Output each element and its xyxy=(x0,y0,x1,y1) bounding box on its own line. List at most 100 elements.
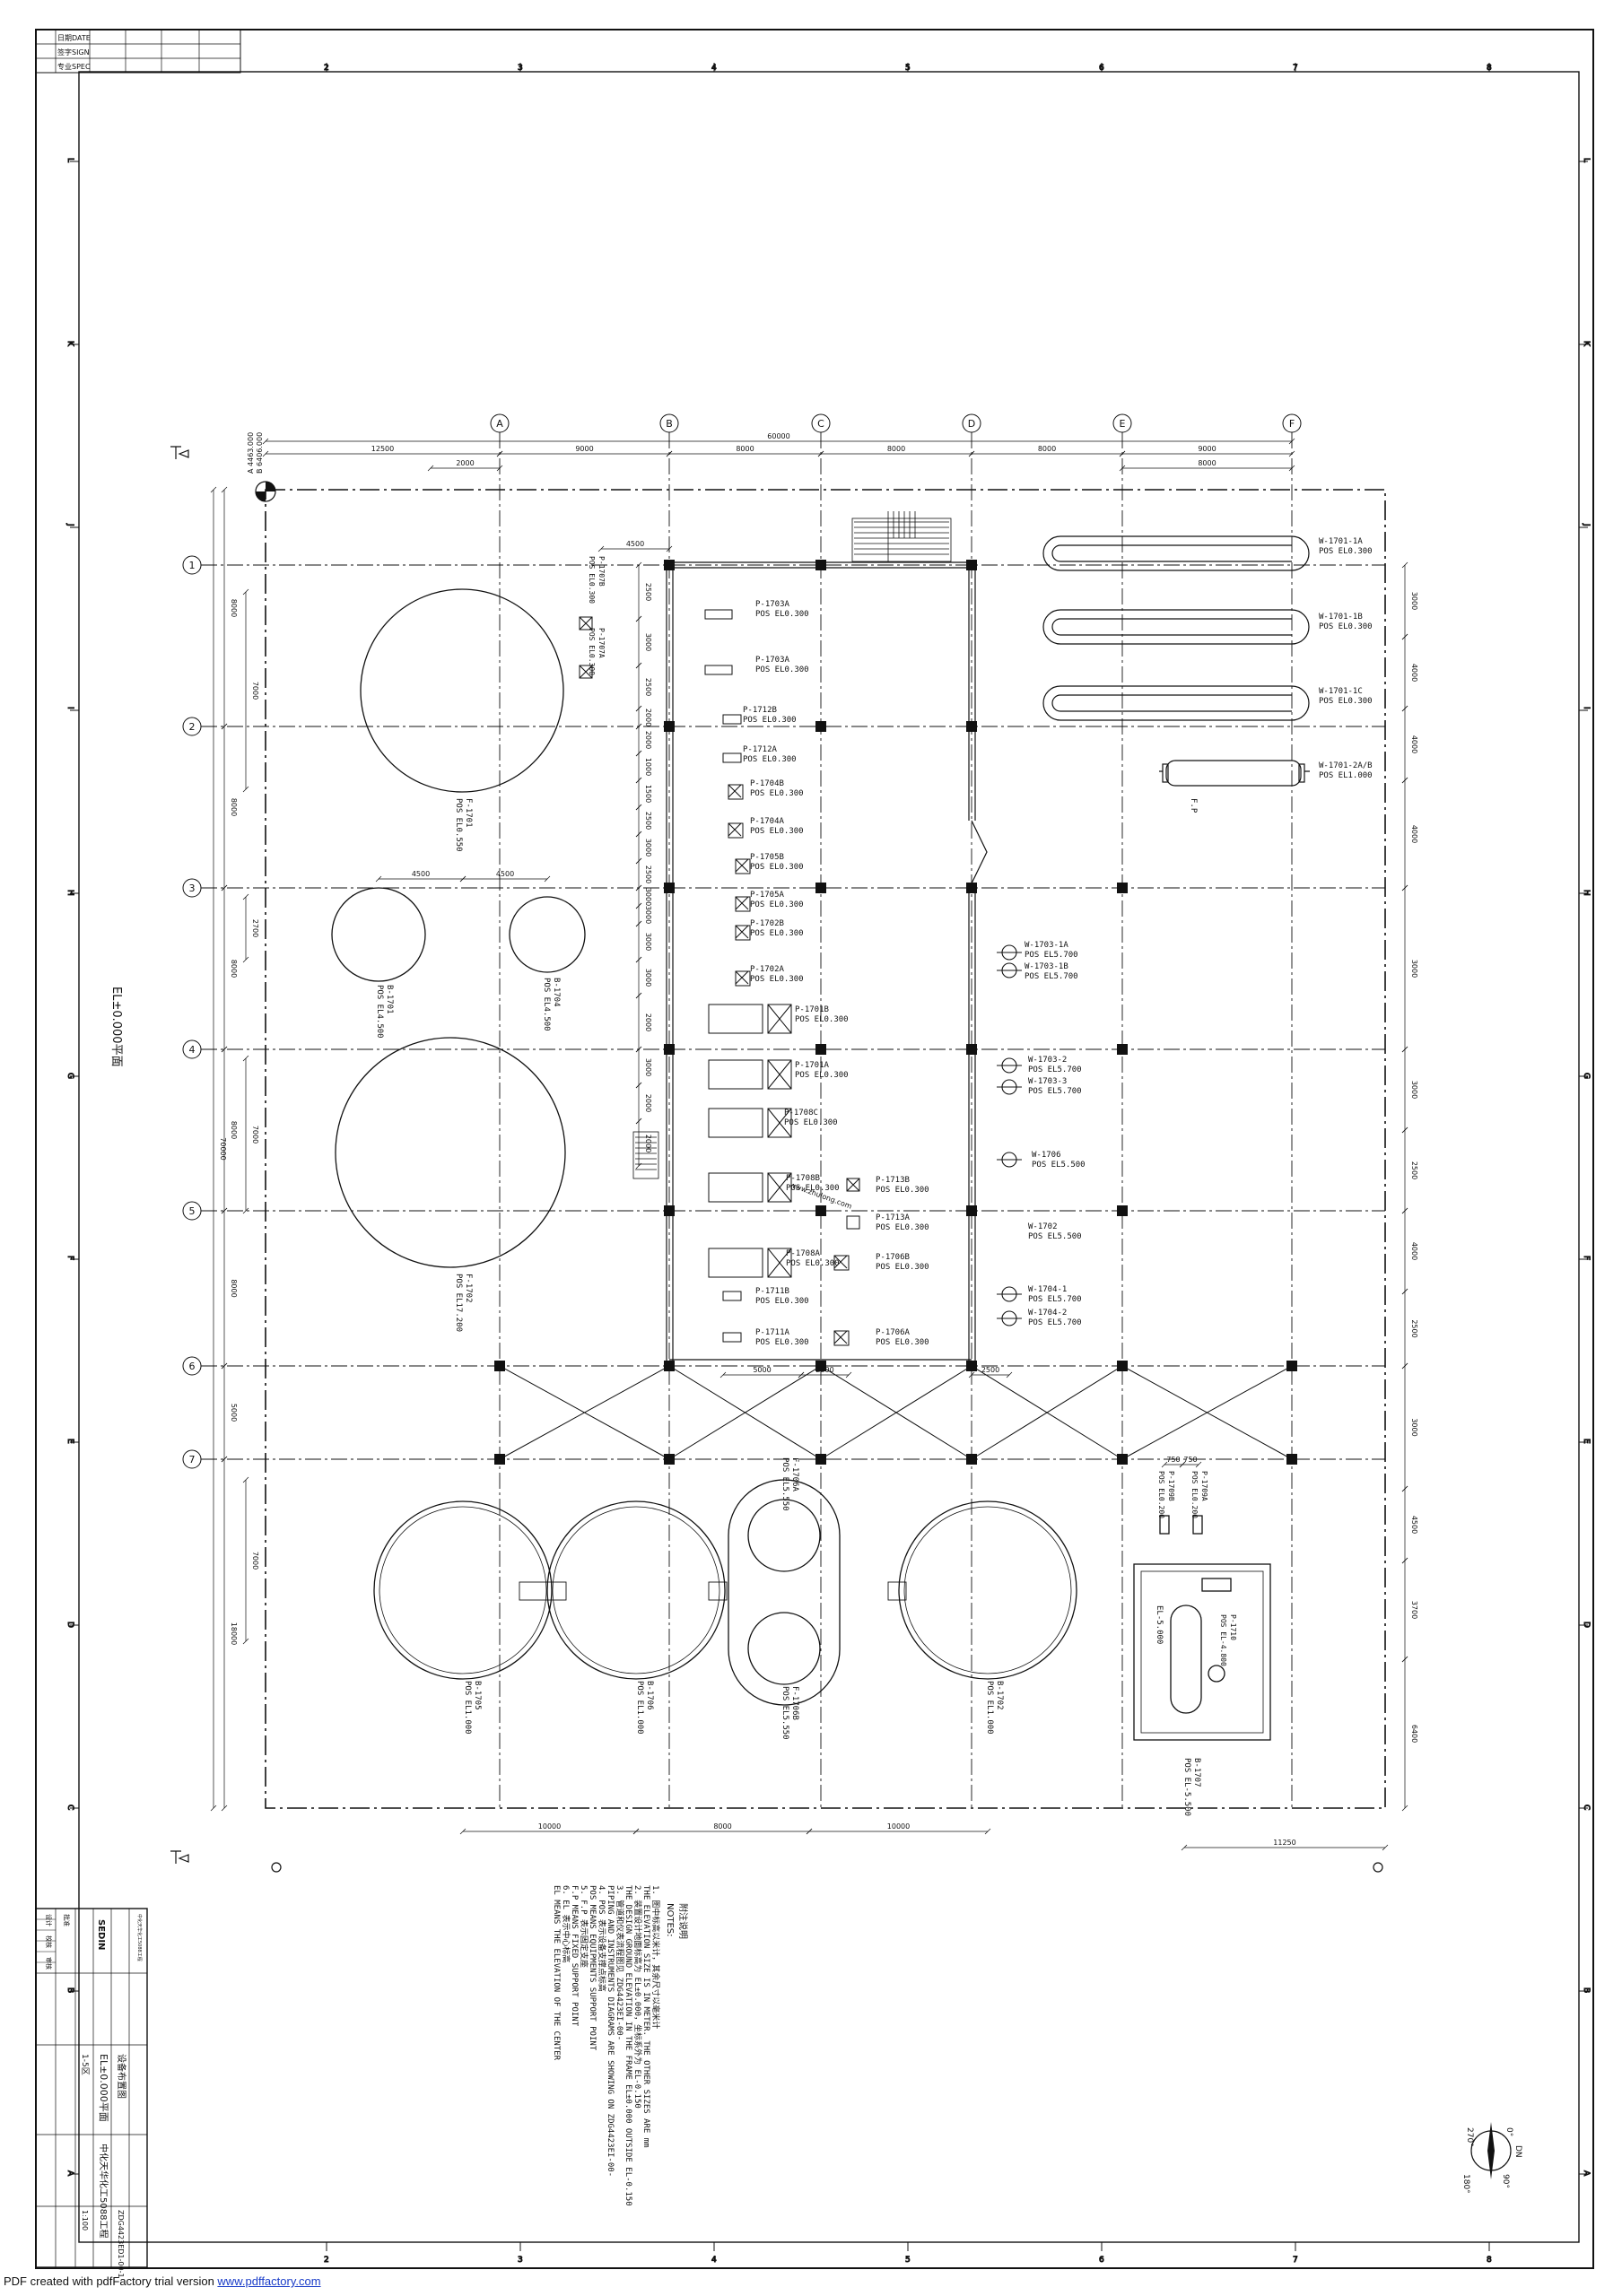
grid-bubble-col-label: D xyxy=(968,418,975,430)
dim-tick xyxy=(1006,1371,1013,1378)
border-label-top: 7 xyxy=(1293,64,1298,73)
border-label-left: F xyxy=(65,1256,74,1260)
note-line: THE DESIGN GROUND ELEVATION IN THE FRAME… xyxy=(624,1885,632,2206)
grid-bubble-row xyxy=(182,1356,202,1376)
dim-text: 9000 xyxy=(1198,445,1216,453)
border-label-top: 2 xyxy=(324,64,329,73)
column xyxy=(664,883,675,893)
dim-tick xyxy=(1195,1461,1202,1468)
equipment-tag: P-1705B xyxy=(750,853,784,862)
elevation-label: EL±0.000平面 xyxy=(109,987,123,1067)
equipment-pos: POS EL0.300 xyxy=(795,1071,849,1080)
equipment-pos: POS EL0.200 xyxy=(1157,1471,1165,1518)
dim-text: 9000 xyxy=(575,445,593,453)
pump-body xyxy=(708,1172,763,1203)
note-line: EL MEANS THE ELEVATION OF THE CENTER xyxy=(552,1885,561,2061)
border-label-bottom: 8 xyxy=(1487,2256,1492,2265)
dim-text: 2500 xyxy=(1410,1161,1418,1179)
column xyxy=(815,1361,826,1371)
dim-text: 2500 xyxy=(644,678,652,696)
grid-bubble-col-label: E xyxy=(1120,418,1126,430)
dim-tick xyxy=(242,588,249,596)
pump-cross xyxy=(833,1255,848,1269)
pump-body xyxy=(833,1255,850,1271)
pump-body xyxy=(722,1332,742,1343)
pump-body xyxy=(704,609,733,620)
dim-tick xyxy=(666,545,673,552)
column xyxy=(1117,1205,1128,1216)
dim-tick xyxy=(1179,1461,1186,1468)
equipment-pos: POS EL1.000 xyxy=(463,1681,472,1735)
border-label-top: 4 xyxy=(711,64,717,73)
dim-tick xyxy=(635,777,642,784)
north-90: 90° xyxy=(1501,2174,1510,2188)
equipment-tag: W-1703-3 xyxy=(1028,1077,1067,1086)
pump-body xyxy=(735,970,751,987)
equipment-tag: B-1706 xyxy=(645,1681,654,1710)
dim-tick xyxy=(242,893,249,900)
equipment-tag: P-1704B xyxy=(750,779,784,788)
ladder-left xyxy=(632,1131,659,1179)
dim-text: 8000 xyxy=(1198,459,1216,467)
pump-motor xyxy=(767,1004,792,1034)
column xyxy=(664,1205,675,1216)
equipment-tag: F-1706A xyxy=(790,1457,799,1492)
border-label-top: 5 xyxy=(905,64,911,73)
column xyxy=(664,560,675,570)
equipment-tag: P-1701B xyxy=(795,1005,829,1014)
dim-text: 2700 xyxy=(251,919,259,937)
equipment-tag: P-1707A xyxy=(597,628,606,658)
section-markers xyxy=(170,446,1383,1873)
tb-scale: 1:100 xyxy=(81,2210,89,2231)
dim-text: 3000 xyxy=(1410,1418,1418,1436)
fixed-point: F.P xyxy=(1189,798,1198,813)
equipment-pos: POS EL0.300 xyxy=(784,1118,838,1127)
border-label-right: A xyxy=(1582,2170,1591,2177)
rev-row-2: 签字SIGN xyxy=(57,48,90,57)
dim-text: 2500 xyxy=(1410,1319,1418,1337)
equipment-pos: POS EL0.300 xyxy=(588,556,596,604)
dim-tick xyxy=(817,450,824,457)
equipment-tag: P-1702A xyxy=(750,965,785,974)
pump-cross xyxy=(735,896,749,910)
equipment-tag: P-1708A xyxy=(786,1249,821,1258)
equipment-pos: POS EL0.300 xyxy=(786,1259,840,1268)
pump-cross xyxy=(767,1059,792,1090)
tb-drawing-title: EL±0.000平面 xyxy=(98,2054,109,2122)
dim-text: 2000 xyxy=(644,709,652,726)
note-line: PIPING AND INSTRUMENTS DIAGRAMS ARE SHOW… xyxy=(606,1885,615,2177)
cross-bracing xyxy=(499,1365,1293,1460)
pump-cross xyxy=(767,1248,792,1278)
pump-body xyxy=(735,896,751,912)
grid-bubble-row-label: 3 xyxy=(189,883,196,894)
pump-motor xyxy=(767,1172,792,1203)
dim-text: 2000 xyxy=(644,1135,652,1152)
dim-text: 2500 xyxy=(644,583,652,601)
dim-tick xyxy=(635,804,642,811)
column xyxy=(815,1205,826,1216)
equipment-tag: P-1702B xyxy=(750,919,784,928)
pumps xyxy=(704,609,860,1346)
pump-body xyxy=(708,1059,763,1090)
north-270: 270° xyxy=(1465,2127,1474,2147)
equipment-pos: POS EL5.700 xyxy=(1028,1087,1082,1096)
pump-body xyxy=(722,714,742,725)
column xyxy=(1117,1044,1128,1055)
equipment-tag: B-1701 xyxy=(385,985,394,1014)
equipment-tag: B-1704 xyxy=(552,978,561,1007)
dim-tick xyxy=(1401,884,1408,891)
equipment-tag: P-1703A xyxy=(755,600,790,609)
dim-tick xyxy=(1401,1656,1408,1663)
equipment-pos: POS EL17.200 xyxy=(454,1274,463,1332)
dim-tick xyxy=(719,1371,727,1378)
footer-link[interactable]: www.pdffactory.com xyxy=(217,2274,321,2288)
dim-tick xyxy=(845,1371,852,1378)
dim-tick xyxy=(221,1362,228,1370)
revision-block: 日期DATE 签字SIGN 专业SPEC xyxy=(35,29,241,74)
pipe-rack-frame xyxy=(666,561,988,1366)
dim-tick xyxy=(635,561,642,569)
dim-text: 3000 xyxy=(1410,1081,1418,1099)
dim-text: 8000 xyxy=(887,445,905,453)
